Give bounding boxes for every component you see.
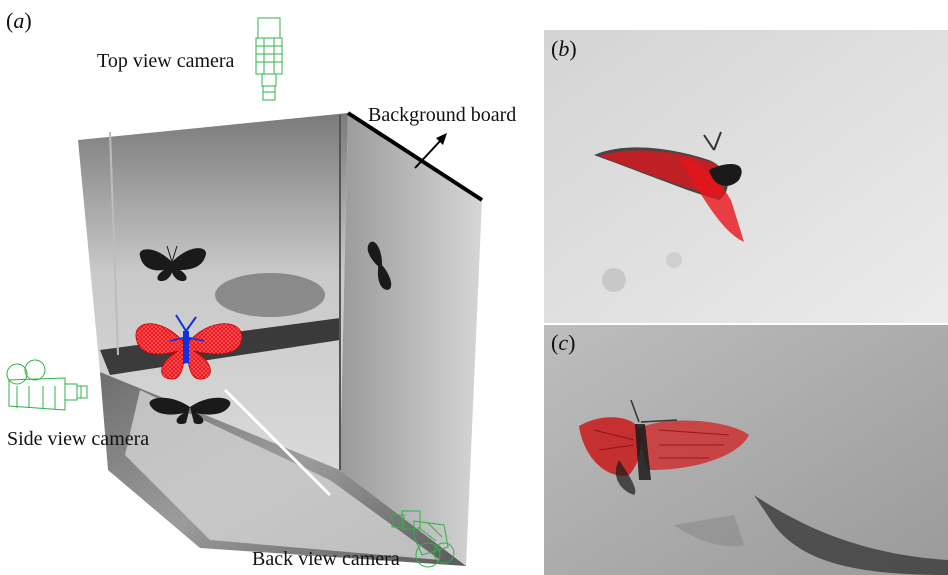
back-camera-label: Back view camera: [252, 548, 400, 570]
panel-a-scene: [78, 111, 484, 566]
butterfly-3d-model: [135, 314, 243, 380]
butterfly-photo-b: [594, 131, 744, 242]
arrow-icon: [414, 133, 447, 169]
butterfly-back-wall: [139, 245, 207, 282]
camera-icon: [391, 510, 455, 568]
background-board-label: Background board: [368, 104, 517, 126]
side-camera-label: Side view camera: [7, 428, 150, 450]
camera-icon: [6, 359, 88, 411]
camera-icon: [255, 17, 283, 101]
panel-b-letter: (b): [551, 36, 577, 61]
butterfly-floor: [149, 397, 231, 425]
background-board: [340, 113, 482, 566]
panel-c-photo: [544, 325, 948, 575]
panel-b-photo: [544, 30, 948, 323]
butterfly-photo-c: [579, 399, 749, 495]
panel-a-letter: (a): [6, 8, 32, 33]
butterfly-right-wall: [367, 241, 392, 290]
back-wall: [78, 113, 348, 470]
top-camera-label: Top view camera: [97, 50, 235, 72]
panel-c-letter: (c): [551, 330, 576, 355]
